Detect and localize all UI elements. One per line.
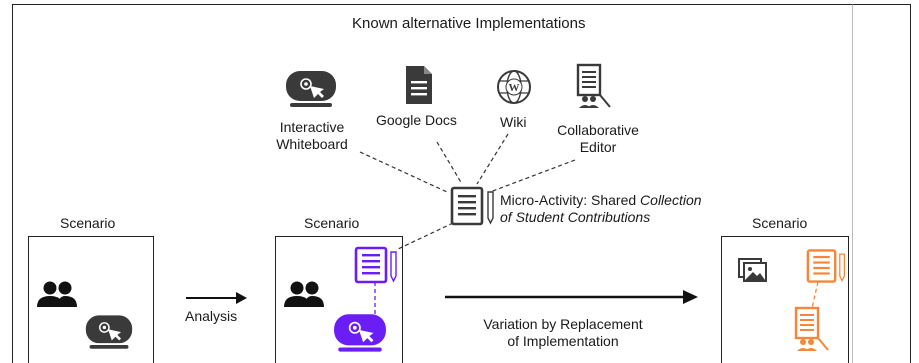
variation-arrowhead bbox=[683, 290, 698, 304]
scenario-2-label: Scenario bbox=[304, 215, 360, 231]
interactive-whiteboard-icon bbox=[286, 71, 336, 107]
frame-edge-top bbox=[853, 4, 911, 5]
collab-editor-label: Collaborative Editor bbox=[548, 122, 648, 156]
users-icon bbox=[37, 281, 77, 307]
users-icon bbox=[284, 281, 324, 307]
scenario-1-box bbox=[28, 236, 154, 363]
diagram-frame bbox=[12, 4, 853, 363]
micro-activity-emph2: of Student Contributions bbox=[500, 209, 651, 225]
scenario-2-box bbox=[275, 236, 403, 363]
dash-whiteboard-link bbox=[359, 151, 448, 193]
scenario-3-box bbox=[721, 236, 849, 363]
interactive-whiteboard-icon bbox=[85, 315, 133, 349]
variation-label: Variation by Replacement of Implementati… bbox=[448, 316, 678, 350]
dash-editor-link bbox=[489, 159, 576, 193]
dash-scenario2-link bbox=[395, 222, 454, 251]
scenario-1-label: Scenario bbox=[60, 215, 116, 231]
document-icon bbox=[406, 66, 432, 104]
dash-wiki-link bbox=[476, 133, 509, 185]
collab-editor-label-line1: Collaborative bbox=[557, 122, 639, 138]
whiteboard-label-line1: Interactive bbox=[279, 119, 345, 135]
frame-edge-right bbox=[910, 4, 911, 363]
analysis-arrowhead bbox=[236, 292, 247, 304]
wiki-label: Wiki bbox=[500, 114, 527, 130]
orange-document-icon bbox=[806, 249, 845, 283]
google-docs-label: Google Docs bbox=[376, 112, 457, 128]
shared-document-icon bbox=[450, 186, 494, 226]
dash-orange-link bbox=[811, 281, 819, 309]
svg-text:W: W bbox=[509, 82, 520, 94]
micro-activity-label: Micro-Activity: Shared Collection of Stu… bbox=[500, 192, 702, 226]
scenario-3-label: Scenario bbox=[752, 215, 808, 231]
analysis-label: Analysis bbox=[185, 308, 238, 324]
whiteboard-label: Interactive Whiteboard bbox=[262, 119, 362, 153]
image-gallery-icon bbox=[738, 258, 767, 282]
purple-whiteboard-icon bbox=[334, 314, 386, 352]
micro-activity-emph1: Collection bbox=[640, 192, 702, 208]
wikipedia-globe-icon: W bbox=[497, 70, 531, 104]
whiteboard-label-line2: Whiteboard bbox=[276, 136, 348, 152]
orange-collaborative-editor-icon bbox=[794, 306, 829, 351]
micro-activity-prefix: Micro-Activity: Shared bbox=[500, 192, 641, 208]
purple-document-icon bbox=[354, 246, 397, 284]
variation-label-line1: Variation by Replacement bbox=[483, 316, 643, 332]
dash-gdocs-link bbox=[436, 141, 463, 185]
variation-label-line2: of Implementation bbox=[507, 333, 619, 349]
diagram-title: Known alternative Implementations bbox=[352, 15, 586, 32]
collab-editor-label-line2: Editor bbox=[579, 139, 617, 155]
collaborative-editor-icon bbox=[576, 63, 611, 108]
